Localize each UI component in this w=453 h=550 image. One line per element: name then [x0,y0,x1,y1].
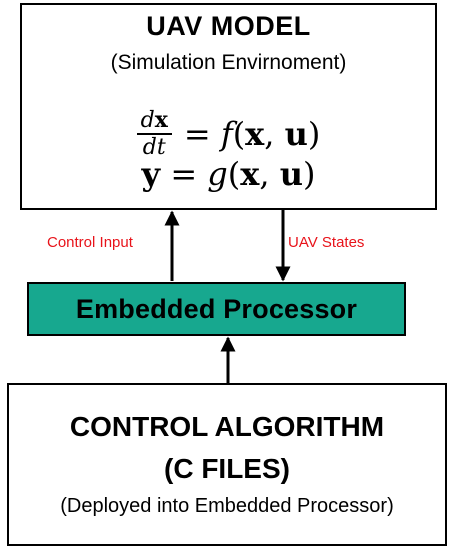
control-input-label: Control Input [47,234,133,251]
equals-sign: = [170,155,198,193]
uav-states-label: UAV States [288,234,365,251]
comma: , [264,115,275,154]
equals-sign: = [183,115,211,154]
uav-model-title: UAV MODEL [146,11,311,41]
input-u: u [279,155,303,193]
derivative-x: x [154,107,168,133]
function-g: g [207,155,228,193]
state-x: x [240,155,260,193]
paren-close: ) [302,155,316,193]
paren-open: ( [232,115,246,154]
function-f: f [220,115,233,154]
control-algorithm-box: CONTROL ALGORITHM (C FILES) (Deployed in… [7,383,447,546]
paren-open: ( [227,155,241,193]
output-y: y [141,155,161,193]
derivative-d: d [140,108,155,133]
control-algorithm-note: (Deployed into Embedded Processor) [60,495,394,517]
paren-close: ) [307,115,321,154]
embedded-processor-label: Embedded Processor [75,293,358,324]
uav-model-box: UAV MODEL (Simulation Envirnoment) dx dt… [20,3,437,210]
state-equation: dx dt = f(x, u) [22,97,435,159]
embedded-processor-box: Embedded Processor [27,282,406,336]
control-algorithm-title: CONTROL ALGORITHM [69,411,385,442]
derivative-fraction: dx dt [136,107,172,161]
output-equation: y = g(x, u) [22,155,435,193]
derivative-dt: dt [142,135,166,161]
comma: , [259,155,270,193]
state-x: x [245,115,265,154]
uav-model-subtitle: (Simulation Envirnoment) [110,51,347,74]
control-algorithm-subtitle: (C FILES) [164,453,290,484]
input-u: u [284,115,308,154]
